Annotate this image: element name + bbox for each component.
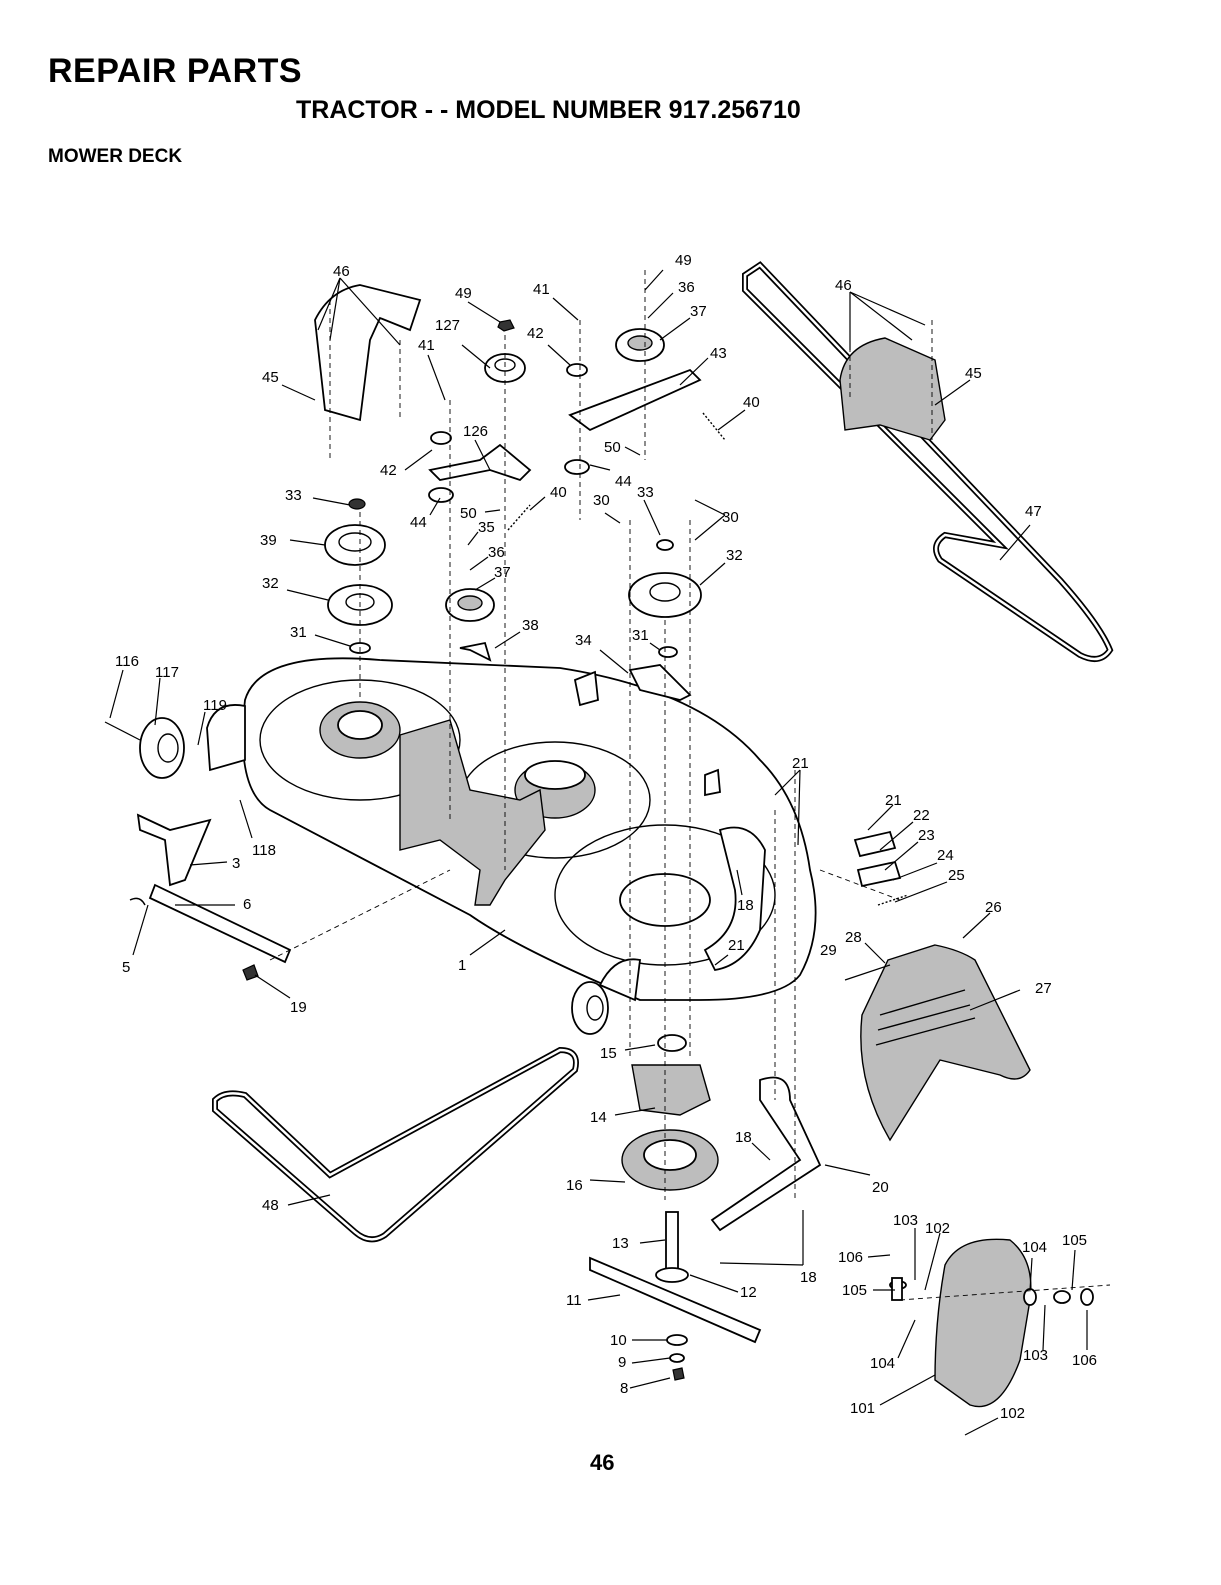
callout-44: 44 xyxy=(615,473,632,490)
callout-40: 40 xyxy=(550,484,567,501)
callout-40: 40 xyxy=(743,394,760,411)
callout-101: 101 xyxy=(850,1400,875,1417)
right-side-parts xyxy=(844,830,1094,1408)
callout-33: 33 xyxy=(637,484,654,501)
callout-14: 14 xyxy=(590,1109,607,1126)
callout-9: 9 xyxy=(618,1354,626,1371)
callout-3: 3 xyxy=(232,855,240,872)
callout-21: 21 xyxy=(792,755,809,772)
callout-119: 119 xyxy=(203,697,227,714)
callout-116: 116 xyxy=(115,653,139,670)
callout-45: 45 xyxy=(965,365,982,382)
callout-105: 105 xyxy=(1062,1232,1087,1249)
callout-31: 31 xyxy=(632,627,649,644)
callout-29: 29 xyxy=(820,942,837,959)
callout-24: 24 xyxy=(937,847,954,864)
callout-105: 105 xyxy=(842,1282,867,1299)
callout-50: 50 xyxy=(460,505,477,522)
page-number: 46 xyxy=(590,1450,615,1475)
callout-42: 42 xyxy=(527,325,544,342)
leader-lines xyxy=(109,269,1088,1436)
callout-38: 38 xyxy=(522,617,539,634)
callout-49: 49 xyxy=(455,285,472,302)
callout-19: 19 xyxy=(290,999,307,1016)
callout-50: 50 xyxy=(604,439,621,456)
callout-12: 12 xyxy=(740,1284,757,1301)
deck-housing xyxy=(139,657,817,1035)
assembly-lines xyxy=(269,270,1111,1301)
callout-23: 23 xyxy=(918,827,935,844)
callout-18: 18 xyxy=(735,1129,752,1146)
callout-18: 18 xyxy=(800,1269,817,1286)
callout-26: 26 xyxy=(985,899,1002,916)
callout-118: 118 xyxy=(252,842,276,859)
pulley-hardware xyxy=(314,284,946,797)
callout-47: 47 xyxy=(1025,503,1042,520)
callout-20: 20 xyxy=(872,1179,889,1196)
callout-36: 36 xyxy=(488,544,505,561)
callout-11: 11 xyxy=(566,1292,582,1309)
callout-30: 30 xyxy=(722,509,739,526)
callout-21: 21 xyxy=(885,792,902,809)
callout-102: 102 xyxy=(925,1220,950,1237)
callout-41: 41 xyxy=(533,281,550,298)
callout-37: 37 xyxy=(494,564,511,581)
callout-8: 8 xyxy=(620,1380,628,1397)
callout-39: 39 xyxy=(260,532,277,549)
callout-103: 103 xyxy=(893,1212,918,1229)
callout-127: 127 xyxy=(435,317,460,334)
belt-47 xyxy=(742,261,1114,662)
callout-106: 106 xyxy=(838,1249,863,1266)
callout-106: 106 xyxy=(1072,1352,1097,1369)
callout-126: 126 xyxy=(463,423,488,440)
callout-49: 49 xyxy=(675,252,692,269)
callout-32: 32 xyxy=(726,547,743,564)
callout-103: 103 xyxy=(1023,1347,1048,1364)
belt-48 xyxy=(212,1046,579,1243)
callout-45: 45 xyxy=(262,369,279,386)
callout-5: 5 xyxy=(122,959,130,976)
callout-31: 31 xyxy=(290,624,307,641)
callout-117: 117 xyxy=(155,664,179,681)
callout-33: 33 xyxy=(285,487,302,504)
callout-28: 28 xyxy=(845,929,862,946)
callout-102: 102 xyxy=(1000,1405,1025,1422)
callout-48: 48 xyxy=(262,1197,279,1214)
callout-36: 36 xyxy=(678,279,695,296)
callout-1: 1 xyxy=(458,957,466,974)
callout-18: 18 xyxy=(737,897,754,914)
left-side-parts xyxy=(104,721,292,981)
callout-21: 21 xyxy=(728,937,745,954)
callout-27: 27 xyxy=(1035,980,1052,997)
callout-43: 43 xyxy=(710,345,727,362)
callout-numbers: 46 49 41 49 36 37 46 127 42 43 45 41 45 … xyxy=(115,252,1097,1422)
callout-10: 10 xyxy=(610,1332,627,1349)
callout-25: 25 xyxy=(948,867,965,884)
callout-32: 32 xyxy=(262,575,279,592)
callout-104: 104 xyxy=(870,1355,895,1372)
callout-13: 13 xyxy=(612,1235,629,1252)
callout-41: 41 xyxy=(418,337,435,354)
callout-22: 22 xyxy=(913,807,930,824)
page-title: REPAIR PARTS xyxy=(48,52,303,90)
callout-6: 6 xyxy=(243,896,251,913)
callout-42: 42 xyxy=(380,462,397,479)
callout-34: 34 xyxy=(575,632,592,649)
callout-46: 46 xyxy=(333,263,350,280)
callout-104: 104 xyxy=(1022,1239,1047,1256)
callout-46: 46 xyxy=(835,277,852,294)
callout-15: 15 xyxy=(600,1045,617,1062)
callout-35: 35 xyxy=(478,519,495,536)
callout-37: 37 xyxy=(690,303,707,320)
callout-44: 44 xyxy=(410,514,427,531)
callout-16: 16 xyxy=(566,1177,583,1194)
section-heading: MOWER DECK xyxy=(48,146,183,167)
model-subtitle: TRACTOR - - MODEL NUMBER 917.256710 xyxy=(296,96,801,124)
lower-center-parts xyxy=(589,1034,822,1381)
callout-30: 30 xyxy=(593,492,610,509)
